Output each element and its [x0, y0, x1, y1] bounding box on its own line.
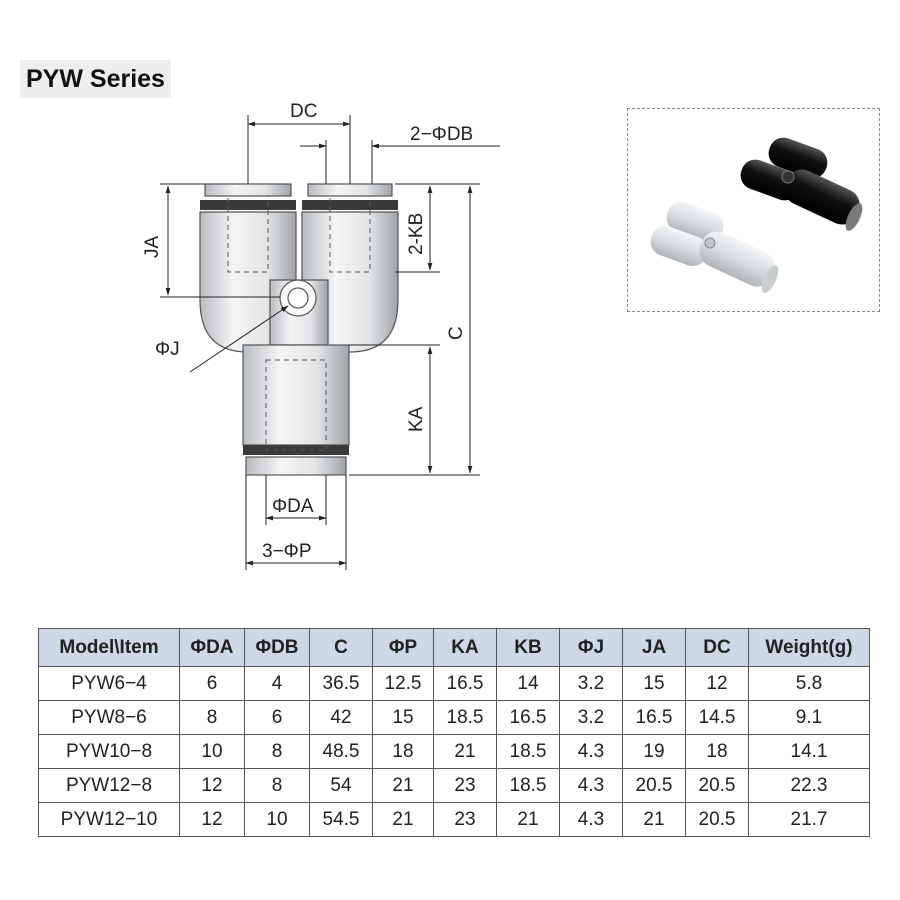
cell-model: PYW12−10: [38, 802, 180, 837]
cell: 12: [179, 768, 245, 803]
col-model: Model\Item: [38, 628, 180, 667]
table-header-row: Model\Item ΦDA ΦDB C ΦP KA KB ΦJ JA DC W…: [38, 628, 870, 667]
cell: 36.5: [309, 666, 373, 701]
cell: 4.3: [559, 734, 623, 769]
dimension-drawing: DC 2−ΦDB 2-KB JA ΦJ C KA ΦDA 3−ΦP: [142, 101, 500, 570]
white-union-y-fitting-icon: [650, 201, 779, 293]
cell: 14.5: [685, 700, 749, 735]
col-kb: KB: [496, 628, 560, 667]
label-ka: KA: [406, 406, 427, 432]
cell: 4.3: [559, 768, 623, 803]
table-row: PYW12−8 12 8 54 21 23 18.5 4.3 20.5 20.5…: [38, 768, 870, 803]
cell: 8: [244, 768, 310, 803]
label-db: 2−ΦDB: [410, 124, 473, 145]
cell: 14.1: [748, 734, 870, 769]
top-right-cap: [307, 183, 393, 197]
cell: 16.5: [433, 666, 497, 701]
series-title: PYW Series: [20, 60, 171, 98]
cell: 54: [309, 768, 373, 803]
cell: 21: [496, 802, 560, 837]
cell: 18.5: [433, 700, 497, 735]
cell-model: PYW6−4: [38, 666, 180, 701]
cell: 21.7: [748, 802, 870, 837]
cell: 16.5: [496, 700, 560, 735]
col-da: ΦDA: [179, 628, 245, 667]
col-weight: Weight(g): [748, 628, 870, 667]
fitting-photo: [650, 137, 863, 293]
cell: 12.5: [372, 666, 434, 701]
cell: 19: [622, 734, 686, 769]
bottom-cap: [245, 456, 347, 476]
label-kb: 2-KB: [406, 213, 427, 255]
cell: 14: [496, 666, 560, 701]
cell: 15: [372, 700, 434, 735]
label-dc: DC: [290, 101, 317, 122]
col-db: ΦDB: [244, 628, 310, 667]
cell: 3.2: [559, 666, 623, 701]
black-union-y-fitting-icon: [740, 137, 863, 231]
label-c: C: [446, 326, 467, 340]
cell: 8: [244, 734, 310, 769]
cell: 18.5: [496, 734, 560, 769]
fitting-body: [199, 183, 399, 476]
stem: [242, 344, 350, 446]
cell: 3.2: [559, 700, 623, 735]
cell: 21: [372, 768, 434, 803]
label-da: ΦDA: [272, 496, 314, 517]
cell: 12: [685, 666, 749, 701]
cell: 16.5: [622, 700, 686, 735]
cell-model: PYW10−8: [38, 734, 180, 769]
col-dc: DC: [685, 628, 749, 667]
cell: 21: [622, 802, 686, 837]
cell: 48.5: [309, 734, 373, 769]
cell: 8: [179, 700, 245, 735]
col-p: ΦP: [372, 628, 434, 667]
cell: 21: [433, 734, 497, 769]
cell: 15: [622, 666, 686, 701]
spec-table: Model\Item ΦDA ΦDB C ΦP KA KB ΦJ JA DC W…: [38, 628, 870, 837]
col-ka: KA: [433, 628, 497, 667]
cell: 4: [244, 666, 310, 701]
cell: 20.5: [685, 802, 749, 837]
cell: 10: [244, 802, 310, 837]
cell: 6: [244, 700, 310, 735]
cell: 6: [179, 666, 245, 701]
label-p: 3−ΦP: [262, 541, 312, 562]
table-row: PYW12−10 12 10 54.5 21 23 21 4.3 21 20.5…: [38, 802, 870, 837]
col-c: C: [309, 628, 373, 667]
cell: 10: [179, 734, 245, 769]
cell-model: PYW8−6: [38, 700, 180, 735]
cell: 22.3: [748, 768, 870, 803]
cell: 18: [372, 734, 434, 769]
cell: 9.1: [748, 700, 870, 735]
top-left-cap: [204, 183, 292, 197]
table-row: PYW8−6 8 6 42 15 18.5 16.5 3.2 16.5 14.5…: [38, 700, 870, 735]
cell: 20.5: [685, 768, 749, 803]
cell: 5.8: [748, 666, 870, 701]
product-photo: [627, 108, 880, 312]
cell: 20.5: [622, 768, 686, 803]
col-ja: JA: [622, 628, 686, 667]
label-j: ΦJ: [155, 339, 180, 360]
cell: 23: [433, 802, 497, 837]
cell: 23: [433, 768, 497, 803]
cell: 4.3: [559, 802, 623, 837]
label-ja: JA: [142, 236, 163, 259]
cell: 18.5: [496, 768, 560, 803]
cell: 18: [685, 734, 749, 769]
table-row: PYW10−8 10 8 48.5 18 21 18.5 4.3 19 18 1…: [38, 734, 870, 769]
cell: 54.5: [309, 802, 373, 837]
col-j: ΦJ: [559, 628, 623, 667]
cell-model: PYW12−8: [38, 768, 180, 803]
table-row: PYW6−4 6 4 36.5 12.5 16.5 14 3.2 15 12 5…: [38, 666, 870, 701]
cell: 12: [179, 802, 245, 837]
cell: 21: [372, 802, 434, 837]
cell: 42: [309, 700, 373, 735]
